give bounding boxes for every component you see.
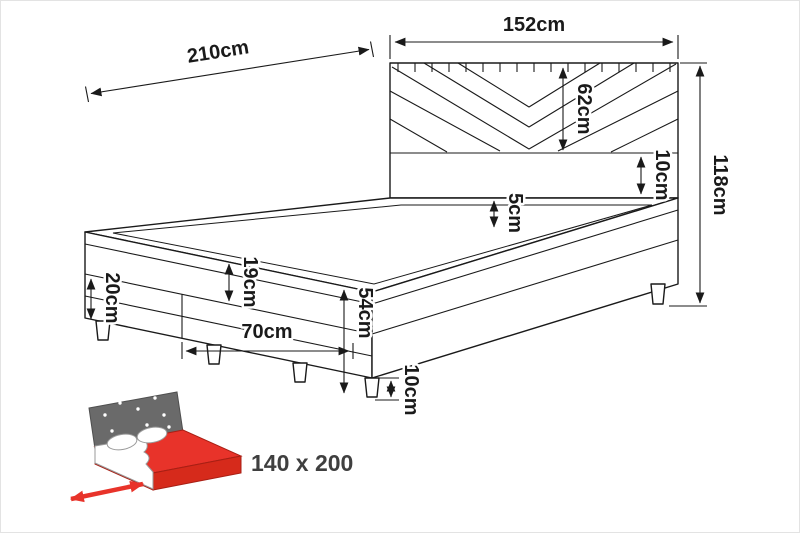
dimension-leg-height: 10cm bbox=[375, 362, 425, 418]
dimension-storage-length: 70cm bbox=[181, 319, 354, 359]
headboard-width-label: 152cm bbox=[503, 14, 565, 36]
leg-front-left bbox=[95, 320, 111, 341]
total-height-ext bbox=[669, 62, 707, 307]
dimension-headboard-gap: 10cm bbox=[636, 147, 676, 203]
bed-length-ext bbox=[84, 41, 375, 103]
width-arrow-icon bbox=[69, 480, 145, 503]
floor-to-top-label: 54cm bbox=[354, 287, 376, 338]
storage-length-label: 70cm bbox=[241, 321, 292, 343]
pillowtop-seam bbox=[112, 204, 653, 285]
mattress-label: 19cm bbox=[239, 256, 261, 307]
base-mid-seam bbox=[84, 295, 373, 357]
base-height-label: 20cm bbox=[101, 272, 123, 323]
headboard-pattern bbox=[389, 62, 679, 154]
total-height-label: 118cm bbox=[709, 154, 731, 215]
headboard-face bbox=[389, 62, 679, 199]
leg-height-ext bbox=[375, 377, 399, 401]
topper-edge-line bbox=[84, 209, 679, 305]
dimension-floor-to-top: 54cm bbox=[339, 285, 379, 394]
bed-size-icon: 140 x 200 bbox=[69, 391, 355, 503]
leg-rear-right bbox=[650, 283, 666, 305]
leg-height-label: 10cm bbox=[400, 364, 422, 415]
legs bbox=[95, 283, 666, 398]
dimension-base-height: 20cm bbox=[86, 270, 126, 326]
size-label: 140 x 200 bbox=[251, 450, 353, 476]
headboard-upper-label: 62cm bbox=[573, 83, 595, 134]
headboard-gap-label: 10cm bbox=[651, 149, 673, 200]
mattress-bottom-line bbox=[84, 239, 679, 335]
bed-drawing bbox=[84, 62, 679, 398]
dimension-topper: 5cm bbox=[489, 190, 529, 236]
dimension-total-height: 118cm bbox=[669, 62, 734, 307]
headboard-width-ext bbox=[389, 35, 679, 59]
topper-label: 5cm bbox=[504, 193, 526, 233]
storage-length-ext bbox=[181, 342, 354, 359]
headboard bbox=[389, 62, 679, 199]
bed-length-line bbox=[90, 46, 370, 97]
dimension-headboard-width: 152cm bbox=[389, 12, 679, 59]
icon-pillows bbox=[106, 426, 168, 451]
dimension-bed-length: 210cm bbox=[84, 34, 375, 103]
dimension-headboard-upper: 62cm bbox=[558, 67, 598, 151]
dimension-mattress: 19cm bbox=[224, 254, 264, 310]
leg-front-mid2 bbox=[292, 362, 308, 383]
bed-length-label: 210cm bbox=[186, 36, 251, 67]
leg-front-mid1 bbox=[206, 344, 222, 365]
leg-front-right bbox=[364, 377, 380, 398]
